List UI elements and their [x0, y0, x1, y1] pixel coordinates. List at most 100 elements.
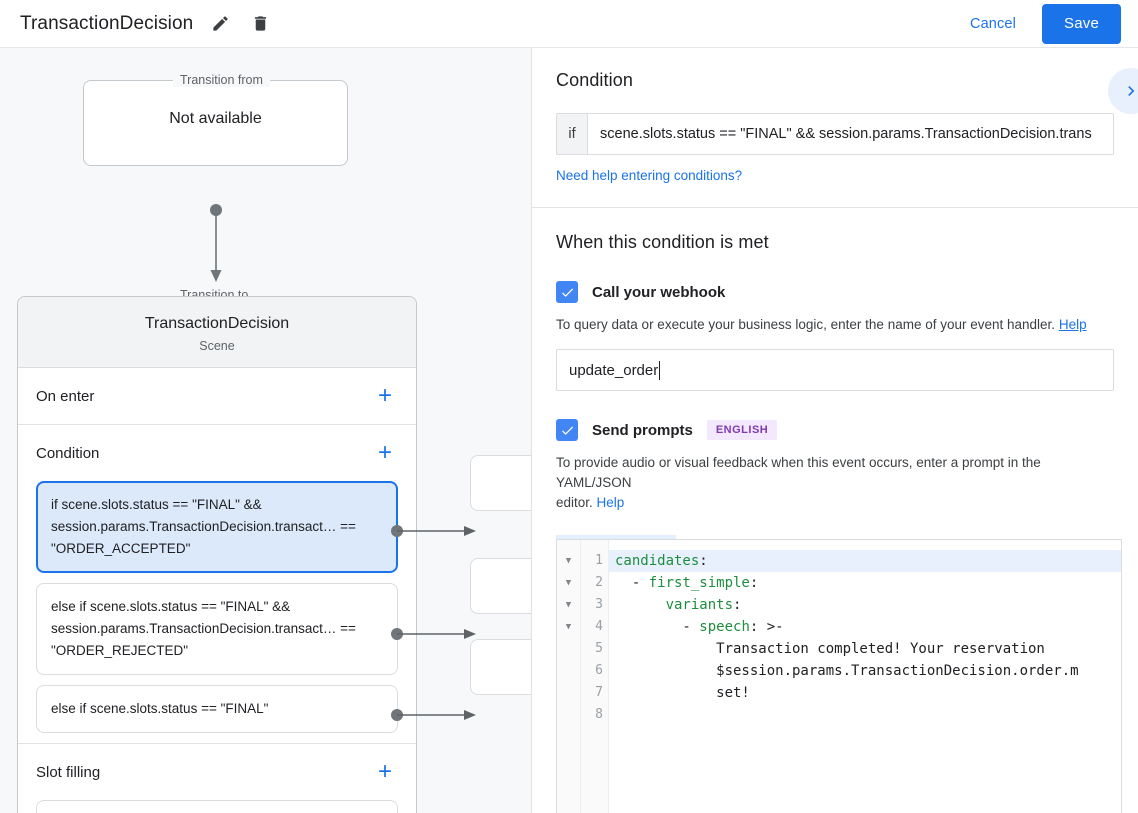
code-punct-token: : >-: [749, 619, 784, 635]
when-condition-met-heading: When this condition is met: [556, 232, 769, 252]
check-icon: [561, 288, 573, 297]
graph-connector-down: [210, 204, 222, 282]
add-on-enter-button[interactable]: +: [377, 382, 392, 409]
add-slot-filling-button[interactable]: +: [377, 758, 392, 785]
prompts-help-link[interactable]: Help: [596, 495, 625, 510]
code-punct-token: :: [749, 575, 759, 591]
code-line[interactable]: candidates:: [609, 550, 1121, 572]
webhook-help-link[interactable]: Help: [1058, 317, 1087, 332]
code-line[interactable]: variants:: [609, 594, 1121, 616]
code-line[interactable]: set!: [609, 682, 1121, 704]
code-line-number: 5: [595, 641, 603, 656]
pencil-icon: [213, 16, 228, 31]
call-webhook-label: Call your webhook: [592, 283, 726, 301]
condition-chip-rejected[interactable]: else if scene.slots.status == "FINAL" &&…: [36, 583, 398, 675]
add-condition-button[interactable]: +: [377, 439, 392, 466]
code-key-token: candidates: [615, 553, 700, 569]
code-indent: [615, 597, 666, 613]
code-fold-toggle[interactable]: [557, 704, 580, 726]
code-fold-toggle[interactable]: [557, 660, 580, 682]
code-line-number: 6: [595, 663, 603, 678]
send-prompts-row: Send prompts ENGLISH: [556, 419, 1114, 441]
graph-edge-3: [391, 709, 476, 721]
call-webhook-checkbox[interactable]: [556, 281, 578, 303]
prompts-description: To provide audio or visual feedback when…: [556, 453, 1114, 513]
section-title-on-enter: On enter: [36, 387, 95, 405]
code-punct-token: :: [699, 553, 708, 569]
code-key-token: first_simple: [648, 575, 750, 591]
code-plain-token: Transaction completed! Your reservation: [615, 641, 1045, 657]
webhook-handler-input[interactable]: update_order: [556, 349, 1114, 391]
graph-target-node-1[interactable]: [470, 455, 531, 511]
code-key-token: variants: [665, 597, 734, 613]
code-key-token: speech: [699, 619, 750, 635]
code-fold-toggle[interactable]: [557, 638, 580, 660]
code-fold-toggle[interactable]: [557, 682, 580, 704]
edit-pencil-icon[interactable]: [207, 11, 233, 37]
code-content-area[interactable]: candidates: - first_simple: variants: - …: [609, 540, 1121, 813]
graph-edge-1: [391, 525, 476, 537]
graph-target-node-3[interactable]: [470, 639, 531, 695]
code-indent: -: [615, 575, 649, 591]
slot-validation-chip[interactable]: Slot validation: [36, 800, 398, 813]
send-prompts-checkbox[interactable]: [556, 419, 578, 441]
when-condition-met-section: When this condition is met Call your web…: [532, 208, 1138, 573]
scene-kind: Scene: [199, 339, 235, 353]
transition-from-card[interactable]: Transition from Not available: [83, 73, 348, 166]
section-slot-filling-wrapper: Slot filling + Slot validation: [18, 743, 416, 813]
scene-name: TransactionDecision: [144, 315, 290, 332]
code-fold-toggle[interactable]: ▼: [565, 578, 572, 588]
code-plain-token: $session.params.TransactionDecision.orde…: [615, 663, 1079, 679]
code-line[interactable]: - first_simple:: [609, 572, 1121, 594]
code-punct-token: :: [733, 597, 742, 613]
graph-edge-2: [391, 628, 476, 640]
code-line[interactable]: $session.params.TransactionDecision.orde…: [609, 660, 1121, 682]
code-fold-toggle[interactable]: ▼: [565, 556, 572, 566]
expand-panel-button[interactable]: [1108, 68, 1138, 114]
code-line-number: 7: [595, 685, 603, 700]
webhook-row: Call your webhook: [556, 281, 1114, 303]
send-prompts-label: Send prompts: [592, 421, 693, 439]
condition-input-row[interactable]: if scene.slots.status == "FINAL" && sess…: [556, 113, 1114, 155]
check-icon: [561, 426, 573, 435]
prompts-description-line1: To provide audio or visual feedback when…: [556, 455, 1041, 490]
condition-input[interactable]: scene.slots.status == "FINAL" && session…: [600, 126, 1092, 142]
webhook-handler-value: update_order: [569, 361, 659, 379]
condition-chip-final[interactable]: else if scene.slots.status == "FINAL": [36, 685, 398, 733]
code-fold-gutter: ▼ ▼ ▼ ▼: [557, 540, 581, 813]
header-actions: Cancel Save: [958, 3, 1121, 44]
graph-target-node-2[interactable]: [470, 558, 531, 614]
transition-from-legend: Transition from: [173, 73, 270, 87]
need-help-link[interactable]: Need help entering conditions?: [556, 168, 743, 183]
code-line[interactable]: Transaction completed! Your reservation: [609, 638, 1121, 660]
code-line[interactable]: [609, 704, 1121, 726]
page-title: TransactionDecision: [20, 12, 194, 34]
condition-heading: Condition: [556, 70, 633, 90]
section-slot-filling[interactable]: Slot filling +: [18, 744, 416, 800]
if-prefix-label: if: [557, 114, 588, 154]
section-title-condition: Condition: [36, 444, 100, 462]
chevron-right-icon: [1128, 86, 1135, 96]
save-button[interactable]: Save: [1042, 3, 1121, 44]
delete-trash-icon[interactable]: [247, 11, 273, 37]
section-condition[interactable]: Condition +: [18, 425, 416, 481]
transition-from-value: Not available: [169, 110, 262, 127]
code-line-number: 8: [595, 707, 603, 722]
webhook-description: To query data or execute your business l…: [556, 315, 1114, 335]
code-fold-toggle[interactable]: ▼: [565, 600, 572, 610]
code-line-number: 3: [595, 597, 603, 612]
scene-graph-panel: Transition from Not available Transition…: [0, 48, 531, 813]
code-line[interactable]: - speech: >-: [609, 616, 1121, 638]
cancel-button[interactable]: Cancel: [958, 8, 1028, 40]
section-on-enter[interactable]: On enter +: [18, 368, 416, 424]
code-fold-toggle[interactable]: ▼: [565, 622, 572, 632]
code-plain-token: set!: [615, 685, 750, 701]
panel-divider: [531, 48, 532, 813]
code-line-number: 2: [595, 575, 603, 590]
condition-chip-accepted[interactable]: if scene.slots.status == "FINAL" && sess…: [36, 481, 398, 573]
scene-card-header[interactable]: TransactionDecision Scene: [18, 297, 416, 368]
language-badge: ENGLISH: [706, 420, 778, 440]
prompts-description-line2: editor.: [556, 495, 593, 510]
code-line-number: 4: [595, 619, 603, 634]
